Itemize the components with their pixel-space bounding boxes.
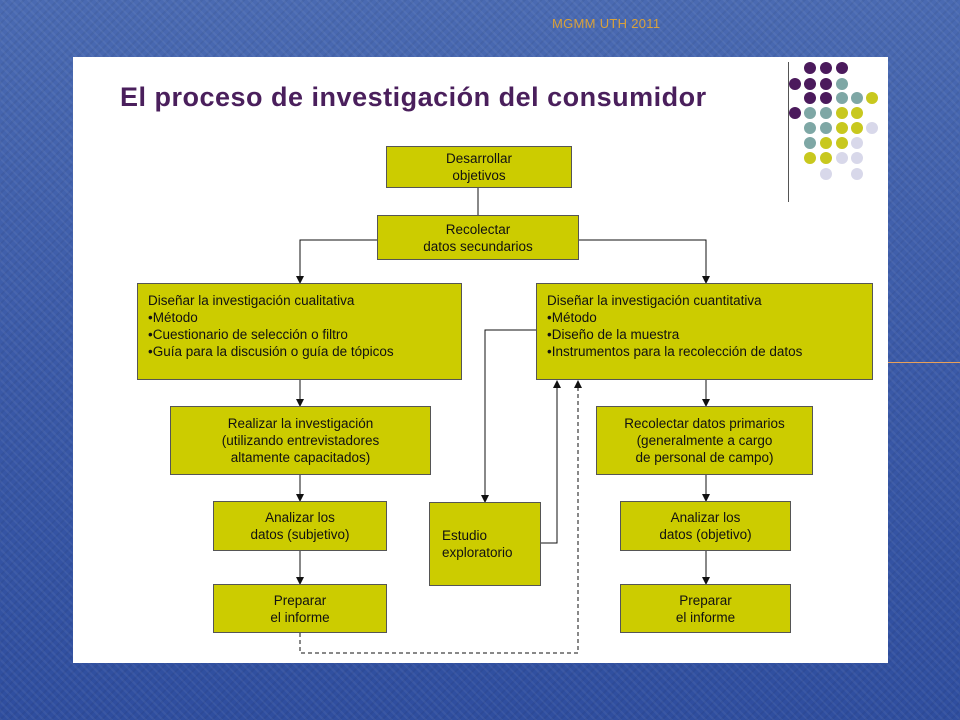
box-line: Estudio [442,528,488,543]
decorative-dot [851,122,863,134]
decorative-dot [820,107,832,119]
box-bullet: •Instrumentos para la recolección de dat… [547,344,803,359]
box-line: exploratorio [442,545,513,560]
box-heading: Diseñar la investigación cuantitativa [547,293,762,308]
box-analizar-objetivo: Analizar los datos (objetivo) [620,501,791,551]
box-line: Analizar los [670,510,741,525]
box-line: (generalmente a cargo [636,433,773,448]
decorative-dot [804,137,816,149]
decorative-dot [866,122,878,134]
box-heading: Diseñar la investigación cualitativa [148,293,355,308]
decorative-dot [836,92,848,104]
box-line: el informe [675,609,736,625]
decorative-dot [851,92,863,104]
decorative-dot [866,92,878,104]
box-recolectar-datos-primarios: Recolectar datos primarios (generalmente… [596,406,813,475]
decorative-dot [820,62,832,74]
box-line: Preparar [679,592,732,608]
box-investigacion-cualitativa: Diseñar la investigación cualitativa •Mé… [137,283,462,380]
decorative-divider [788,62,789,202]
decorative-dot [804,122,816,134]
decorative-dot [851,168,863,180]
footer-label: MGMM UTH 2011 [552,16,661,31]
box-line: Desarrollar [445,151,513,166]
box-bullet: •Método [547,310,597,325]
decorative-dot [836,152,848,164]
box-bullet: •Método [148,310,198,325]
decorative-dot [804,92,816,104]
slide-title: El proceso de investigación del consumid… [120,82,707,112]
decorative-dot [836,137,848,149]
box-analizar-subjetivo: Analizar los datos (subjetivo) [213,501,387,551]
box-line: Realizar la investigación [227,416,374,431]
decorative-dot [820,168,832,180]
decorative-dot [804,107,816,119]
box-preparar-informe-left: Preparar el informe [213,584,387,633]
box-preparar-informe-right: Preparar el informe [620,584,791,633]
box-line: objetivos [452,168,506,183]
box-bullet: •Guía para la discusión o guía de tópico… [148,344,394,359]
decorative-dot [836,122,848,134]
decorative-dot [836,78,848,90]
decorative-dot [851,137,863,149]
decorative-dot [836,62,848,74]
box-line: Analizar los [265,510,335,525]
decorative-dot [820,122,832,134]
box-line: Recolectar [445,221,511,237]
connector-dashed-feedback [299,380,582,654]
decorative-accent-line [888,362,960,363]
decorative-dot [804,62,816,74]
box-investigacion-cuantitativa: Diseñar la investigación cuantitativa •M… [536,283,873,380]
decorative-dot [851,152,863,164]
box-desarrollar-objetivos: Desarrollar objetivos [386,146,572,188]
box-estudio-exploratorio: Estudio exploratorio [429,502,541,586]
box-recolectar-datos-secundarios: Recolectar datos secundarios [377,215,579,260]
box-line: datos secundarios [423,238,533,254]
decorative-dot [820,92,832,104]
decorative-dot [789,78,801,90]
box-line: Recolectar datos primarios [624,416,785,431]
box-line: de personal de campo) [635,450,774,465]
connector-to-cuantitativa [578,239,710,284]
decorative-dot [836,107,848,119]
decorative-dot [804,78,816,90]
box-realizar-investigacion: Realizar la investigación (utilizando en… [170,406,431,475]
box-bullet: •Diseño de la muestra [547,327,680,342]
box-line: (utilizando entrevistadores [221,433,380,448]
decorative-dot [789,107,801,119]
decorative-dot [820,78,832,90]
decorative-dot [851,107,863,119]
box-line: altamente capacitados) [230,450,371,465]
box-line: datos (objetivo) [659,527,752,542]
connector-cuantitativa-estudio [481,329,537,503]
decorative-dot [804,152,816,164]
connector-to-cualitativa [296,239,378,284]
decorative-dot [820,152,832,164]
connector-estudio-cuantitativa [541,380,561,544]
box-line: el informe [270,609,330,625]
decorative-dot [820,137,832,149]
box-line: datos (subjetivo) [250,527,350,542]
box-bullet: •Cuestionario de selección o filtro [148,327,348,342]
box-line: Preparar [273,592,327,608]
